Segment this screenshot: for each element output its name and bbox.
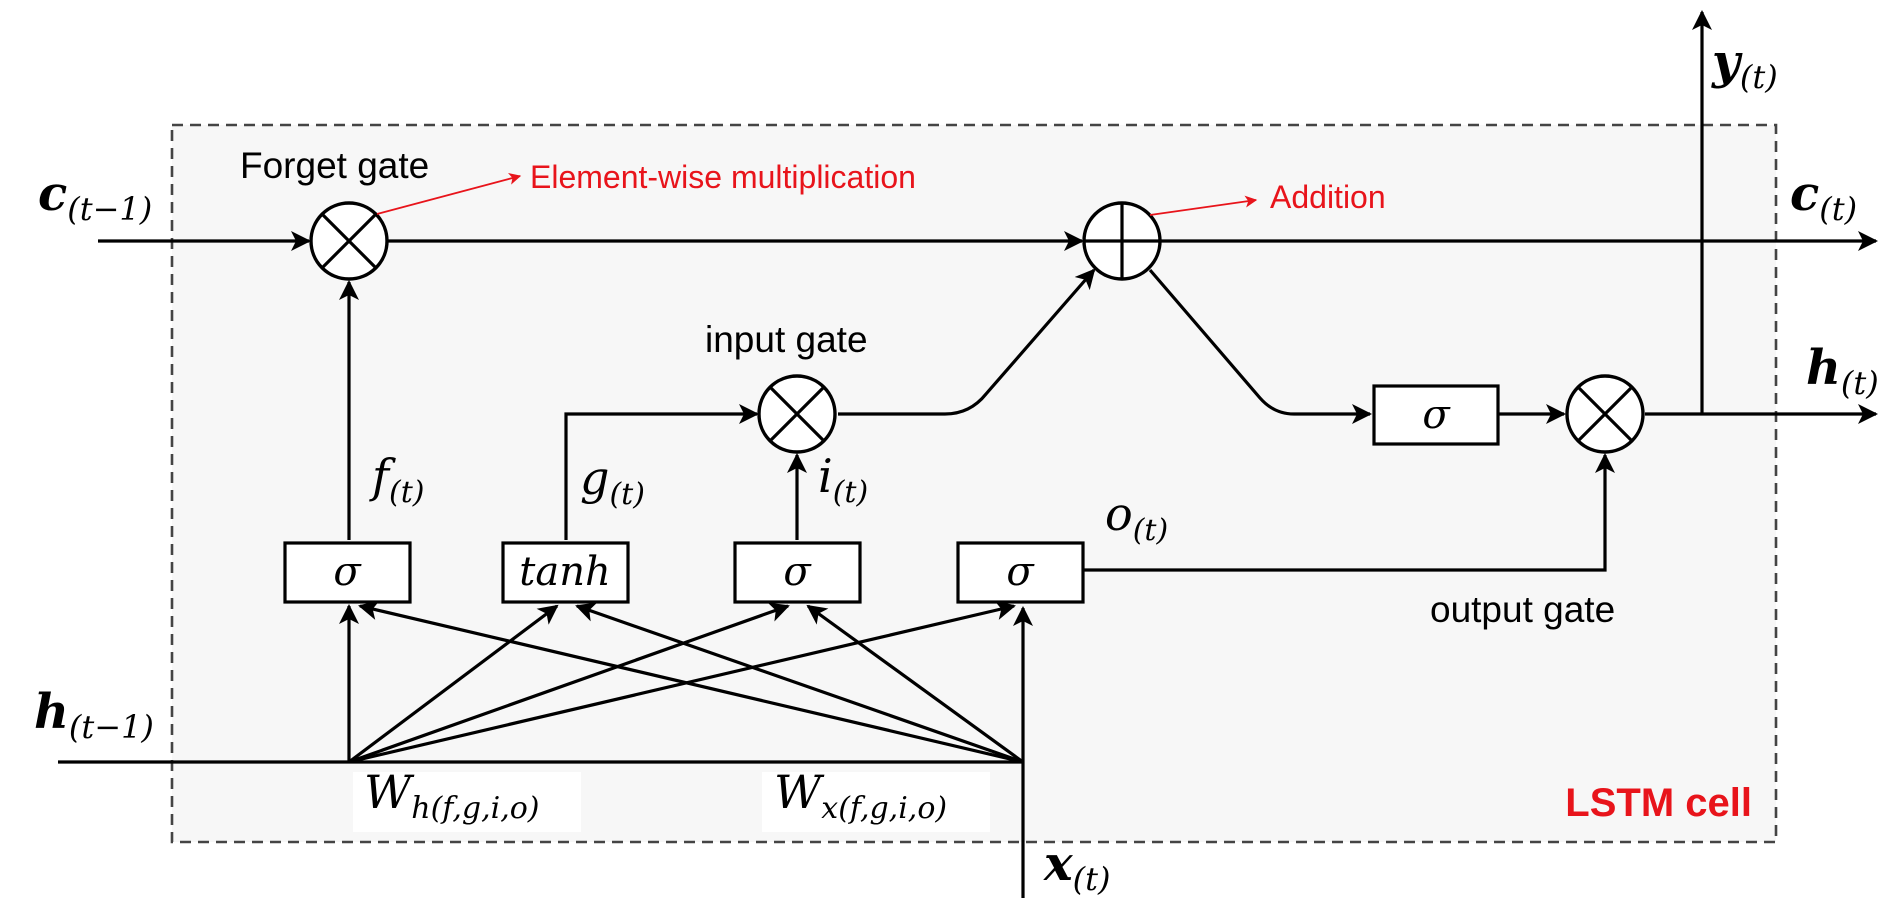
mult-annotation-label: Element-wise multiplication (530, 159, 916, 195)
h-out-label: h(t) (1806, 340, 1879, 402)
wh-to-g (348, 604, 559, 764)
svg-text:tanh: tanh (519, 549, 610, 595)
add-annotation-label: Addition (1270, 179, 1386, 215)
x-in-label: x(t) (1043, 836, 1110, 898)
lstm-cell-boundary (170, 123, 1778, 844)
svg-text:σ: σ (1422, 392, 1451, 438)
i-label: i(t) (818, 449, 868, 510)
tanh-box: tanh (501, 541, 630, 604)
g-label: g(t) (580, 451, 645, 512)
cell-label: LSTM cell (1565, 781, 1752, 825)
c-to-tanh-wire (1148, 268, 1372, 424)
forget-multiply-op (309, 201, 389, 281)
wx-to-f (358, 600, 1024, 764)
c-prev-label: c(t−1) (38, 166, 152, 228)
output-sigma-box: σ (956, 541, 1085, 604)
input-gate-label: input gate (705, 319, 868, 360)
wx-to-g (575, 602, 1024, 764)
g-wire (564, 404, 759, 540)
addition-op (1082, 201, 1162, 281)
add-annotation-arrow (1149, 195, 1258, 216)
input-to-add-wire (838, 268, 1096, 416)
wx-label-bg (762, 772, 990, 832)
input-sigma-box: σ (733, 541, 862, 604)
wh-to-i (348, 602, 790, 764)
output-multiply-op (1565, 374, 1645, 454)
input-multiply-op (757, 374, 837, 454)
mult-annotation-arrow (376, 172, 522, 215)
svg-text:σ: σ (783, 549, 812, 595)
h-prev-label: h(t−1) (34, 684, 154, 746)
forget-gate-label: Forget gate (240, 145, 429, 186)
c-out-label: c(t) (1790, 166, 1857, 228)
svg-text:σ: σ (333, 549, 362, 595)
wx-label: Wx(f,g,i,o) (774, 765, 947, 826)
output-gate-label: output gate (1430, 589, 1615, 630)
o-label: o(t) (1105, 487, 1168, 548)
forget-sigma-box: σ (283, 541, 412, 604)
y-out-label: y(t) (1711, 34, 1778, 96)
svg-text:σ: σ (1006, 549, 1035, 595)
wh-to-o (348, 600, 1016, 764)
wx-to-i (806, 604, 1024, 764)
wh-label: Wh(f,g,i,o) (364, 765, 540, 826)
wh-label-bg (353, 772, 581, 832)
o-wire (1084, 453, 1615, 572)
cell-output-sigma-box: σ (1372, 384, 1500, 446)
